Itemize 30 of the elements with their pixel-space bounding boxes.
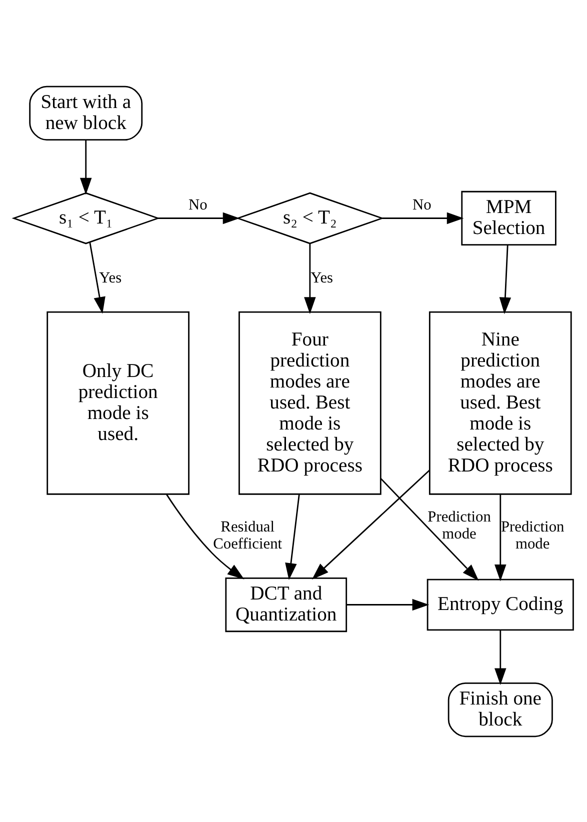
node-box: Entropy Coding [426, 578, 574, 630]
arrow [382, 212, 464, 224]
arrow [166, 494, 244, 579]
node-box: Four prediction modes are used. Best mode is selected by RDO process [238, 310, 382, 494]
edge-label: Residual Coefficient [213, 518, 282, 552]
arrow [80, 139, 92, 194]
arrow [499, 244, 512, 314]
arrow [304, 243, 316, 314]
edge-label: Yes [310, 268, 334, 286]
node-diamond: s₂ < T₂ [236, 192, 384, 244]
edge-label: Prediction mode [500, 518, 564, 552]
node-box: DCT and Quantization [225, 576, 348, 632]
arrow [89, 242, 106, 314]
node-box: MPM Selection [461, 190, 556, 246]
arrow [312, 469, 430, 579]
edge-label: Yes [99, 268, 122, 286]
arrow [346, 598, 430, 610]
node-box: Nine prediction modes are used. Best mode is selected by RDO process [428, 310, 572, 494]
arrow [158, 212, 240, 224]
edge-label: No [412, 196, 432, 214]
node-box: Finish one block [448, 682, 553, 737]
node-box: Only DC prediction mode is used. [46, 310, 190, 494]
edge-label: Prediction mode [428, 508, 491, 542]
node-box: Start with a new block [29, 85, 143, 140]
arrow [494, 630, 506, 685]
arrow [380, 478, 479, 580]
arrow [494, 494, 506, 581]
node-diamond: s₁ < T₁ [12, 192, 160, 244]
arrow [285, 494, 300, 580]
edge-label: No [188, 196, 208, 214]
